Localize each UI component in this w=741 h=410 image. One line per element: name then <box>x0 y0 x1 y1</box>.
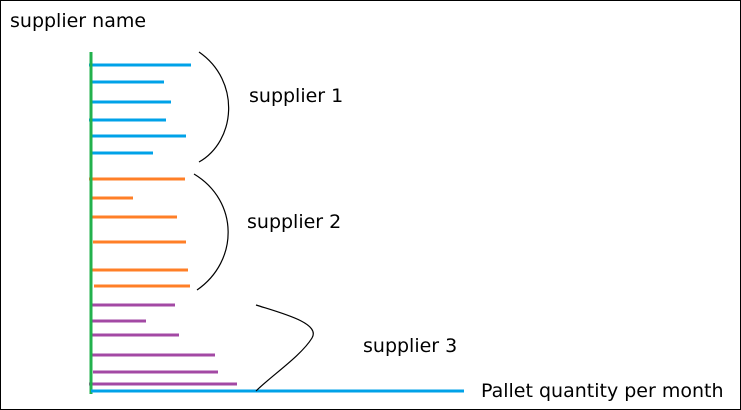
x-axis-label: Pallet quantity per month <box>481 380 724 402</box>
group-label-supplier-3: supplier 3 <box>363 335 458 357</box>
brace-supplier-3 <box>255 304 314 392</box>
group-label-supplier-1: supplier 1 <box>249 85 344 107</box>
brace-supplier-1 <box>198 51 230 163</box>
y-axis-label: supplier name <box>10 10 147 32</box>
brace-supplier-2 <box>193 173 229 291</box>
group-label-supplier-2: supplier 2 <box>247 211 342 233</box>
